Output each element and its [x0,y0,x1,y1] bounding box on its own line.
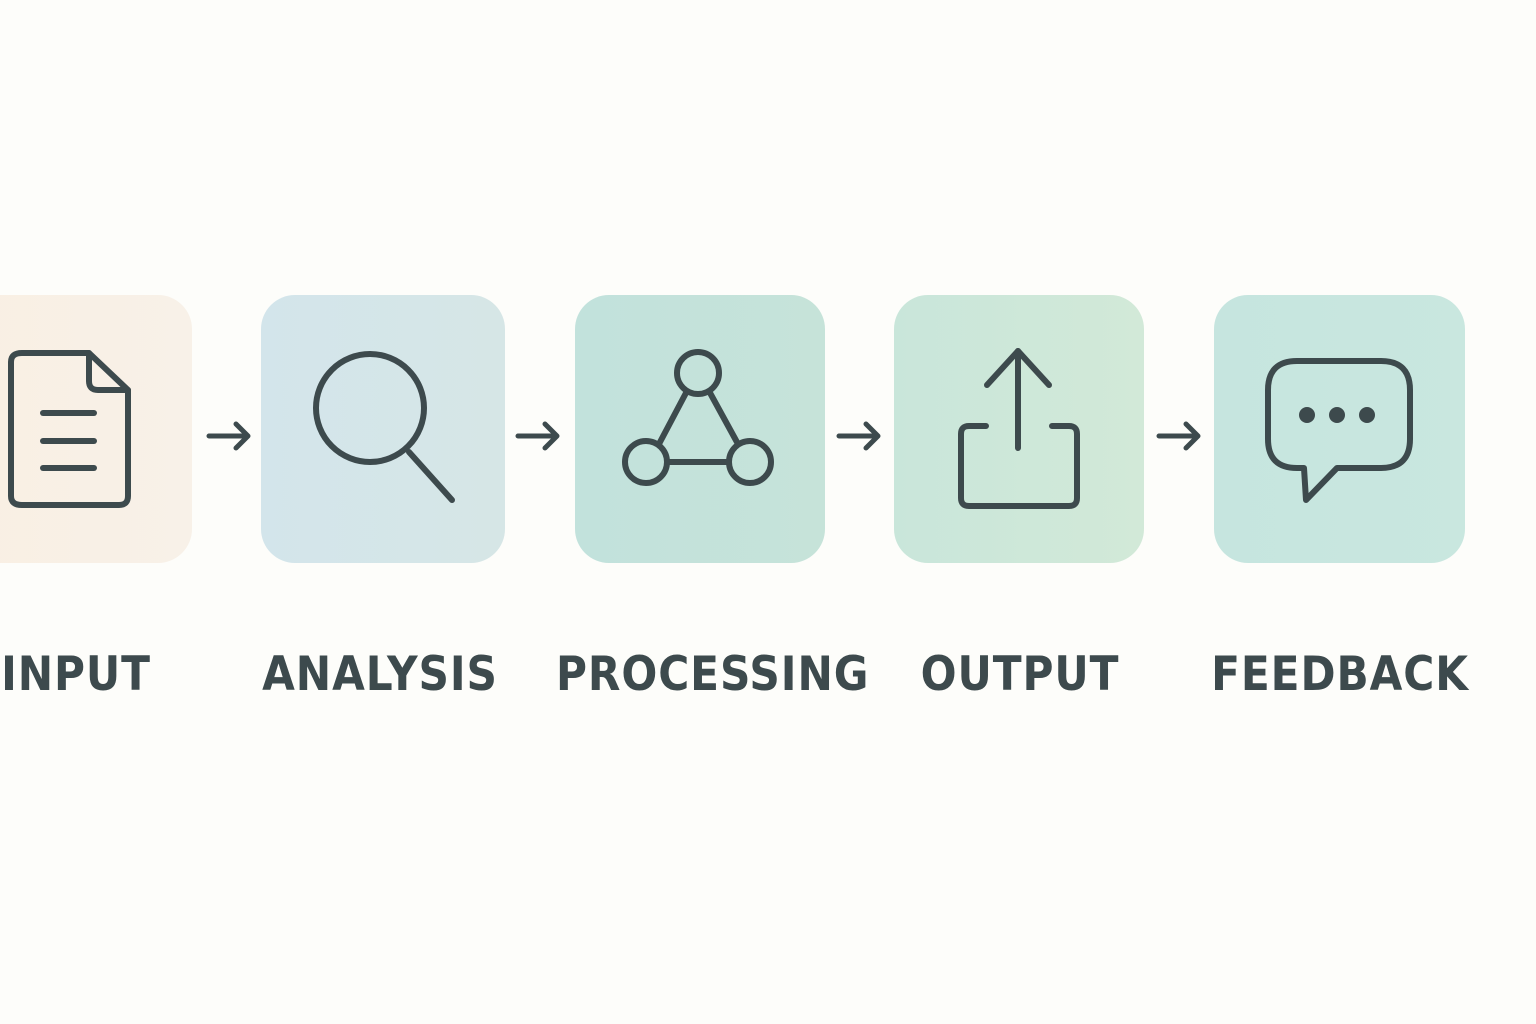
step-label-input: INPUT [1,647,151,702]
chat-bubble-icon [1265,358,1413,503]
step-label-feedback: FEEDBACK [1211,647,1469,702]
step-tile-output [894,295,1144,563]
document-icon [8,350,131,508]
arrow-right-icon [206,418,252,454]
network-icon [622,349,774,486]
arrow-right-icon [515,418,561,454]
step-tile-analysis [261,295,505,563]
search-icon [313,351,455,503]
step-label-output: OUTPUT [920,647,1120,702]
arrow-right-icon [1156,418,1202,454]
step-tile-feedback [1214,295,1465,563]
step-tile-processing [575,295,825,563]
step-tile-input [0,295,192,563]
arrow-right-icon [836,418,882,454]
step-label-analysis: ANALYSIS [262,647,498,702]
step-label-processing: PROCESSING [556,647,870,702]
upload-icon [958,348,1080,509]
